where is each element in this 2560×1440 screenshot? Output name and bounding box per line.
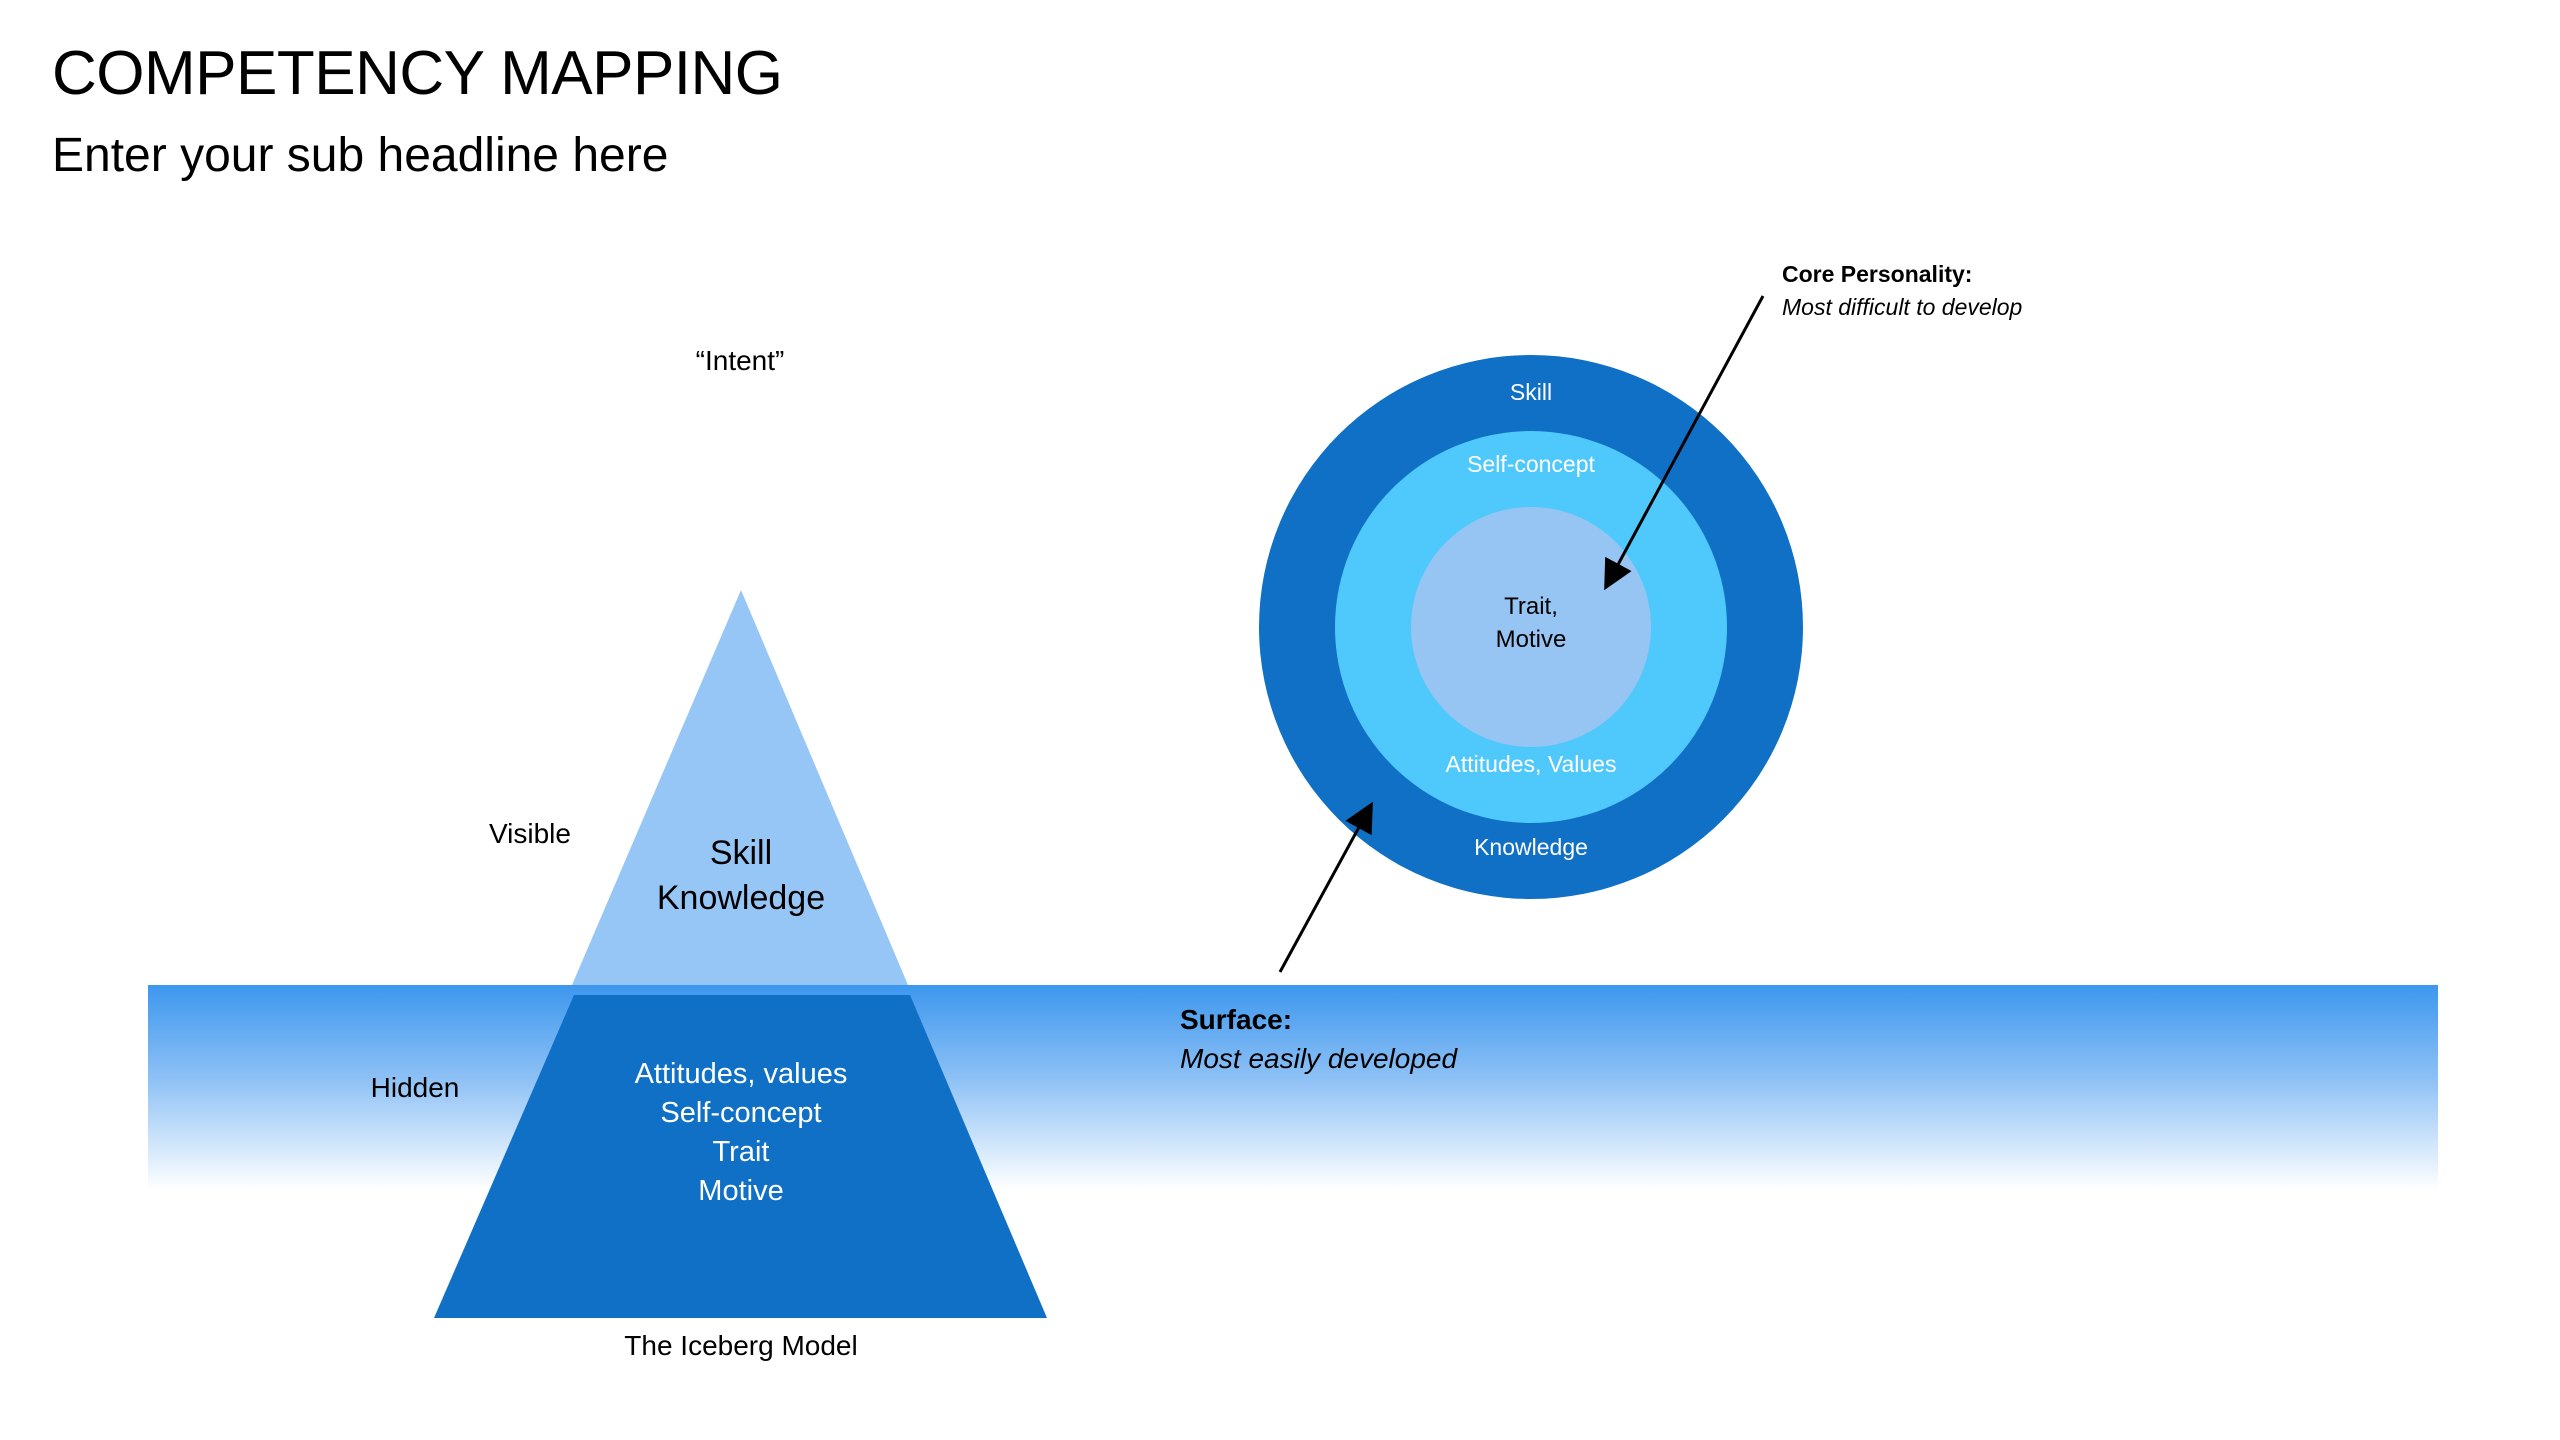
middle-ring-top-label: Self-concept xyxy=(1467,451,1595,477)
core-annotation-text: Most difficult to develop xyxy=(1782,294,2023,320)
hidden-label: Hidden xyxy=(371,1072,460,1103)
iceberg-base-line: Trait xyxy=(713,1136,770,1168)
surface-arrow xyxy=(1278,801,1373,973)
water-band xyxy=(148,985,2438,1190)
surface-annotation-text: Most easily developed xyxy=(1180,1043,1458,1074)
surface-annotation-heading: Surface: xyxy=(1180,1004,1292,1035)
middle-ring-bottom-label: Attitudes, Values xyxy=(1446,751,1617,777)
outer-ring-top-label: Skill xyxy=(1510,379,1552,405)
iceberg-base-line: Attitudes, values xyxy=(635,1058,848,1090)
page-title: COMPETENCY MAPPING xyxy=(52,39,783,108)
iceberg-hidden-part xyxy=(434,995,1047,1318)
iceberg-base-line: Self-concept xyxy=(660,1097,821,1129)
iceberg-tip-line: Skill xyxy=(710,834,772,872)
outer-ring-bottom-label: Knowledge xyxy=(1474,834,1588,860)
iceberg-tip-line: Knowledge xyxy=(657,879,825,917)
visible-label: Visible xyxy=(489,818,571,849)
iceberg-caption: The Iceberg Model xyxy=(624,1330,857,1361)
core-circle xyxy=(1411,507,1651,747)
core-annotation-heading: Core Personality: xyxy=(1782,261,1972,287)
core-arrow xyxy=(1604,295,1765,591)
intent-label: “Intent” xyxy=(696,345,785,376)
core-label-line: Motive xyxy=(1496,626,1567,653)
iceberg-base-line: Motive xyxy=(698,1175,783,1207)
page-subtitle: Enter your sub headline here xyxy=(52,129,669,182)
core-label-line: Trait, xyxy=(1504,593,1558,620)
iceberg-visible-tip xyxy=(572,590,908,985)
